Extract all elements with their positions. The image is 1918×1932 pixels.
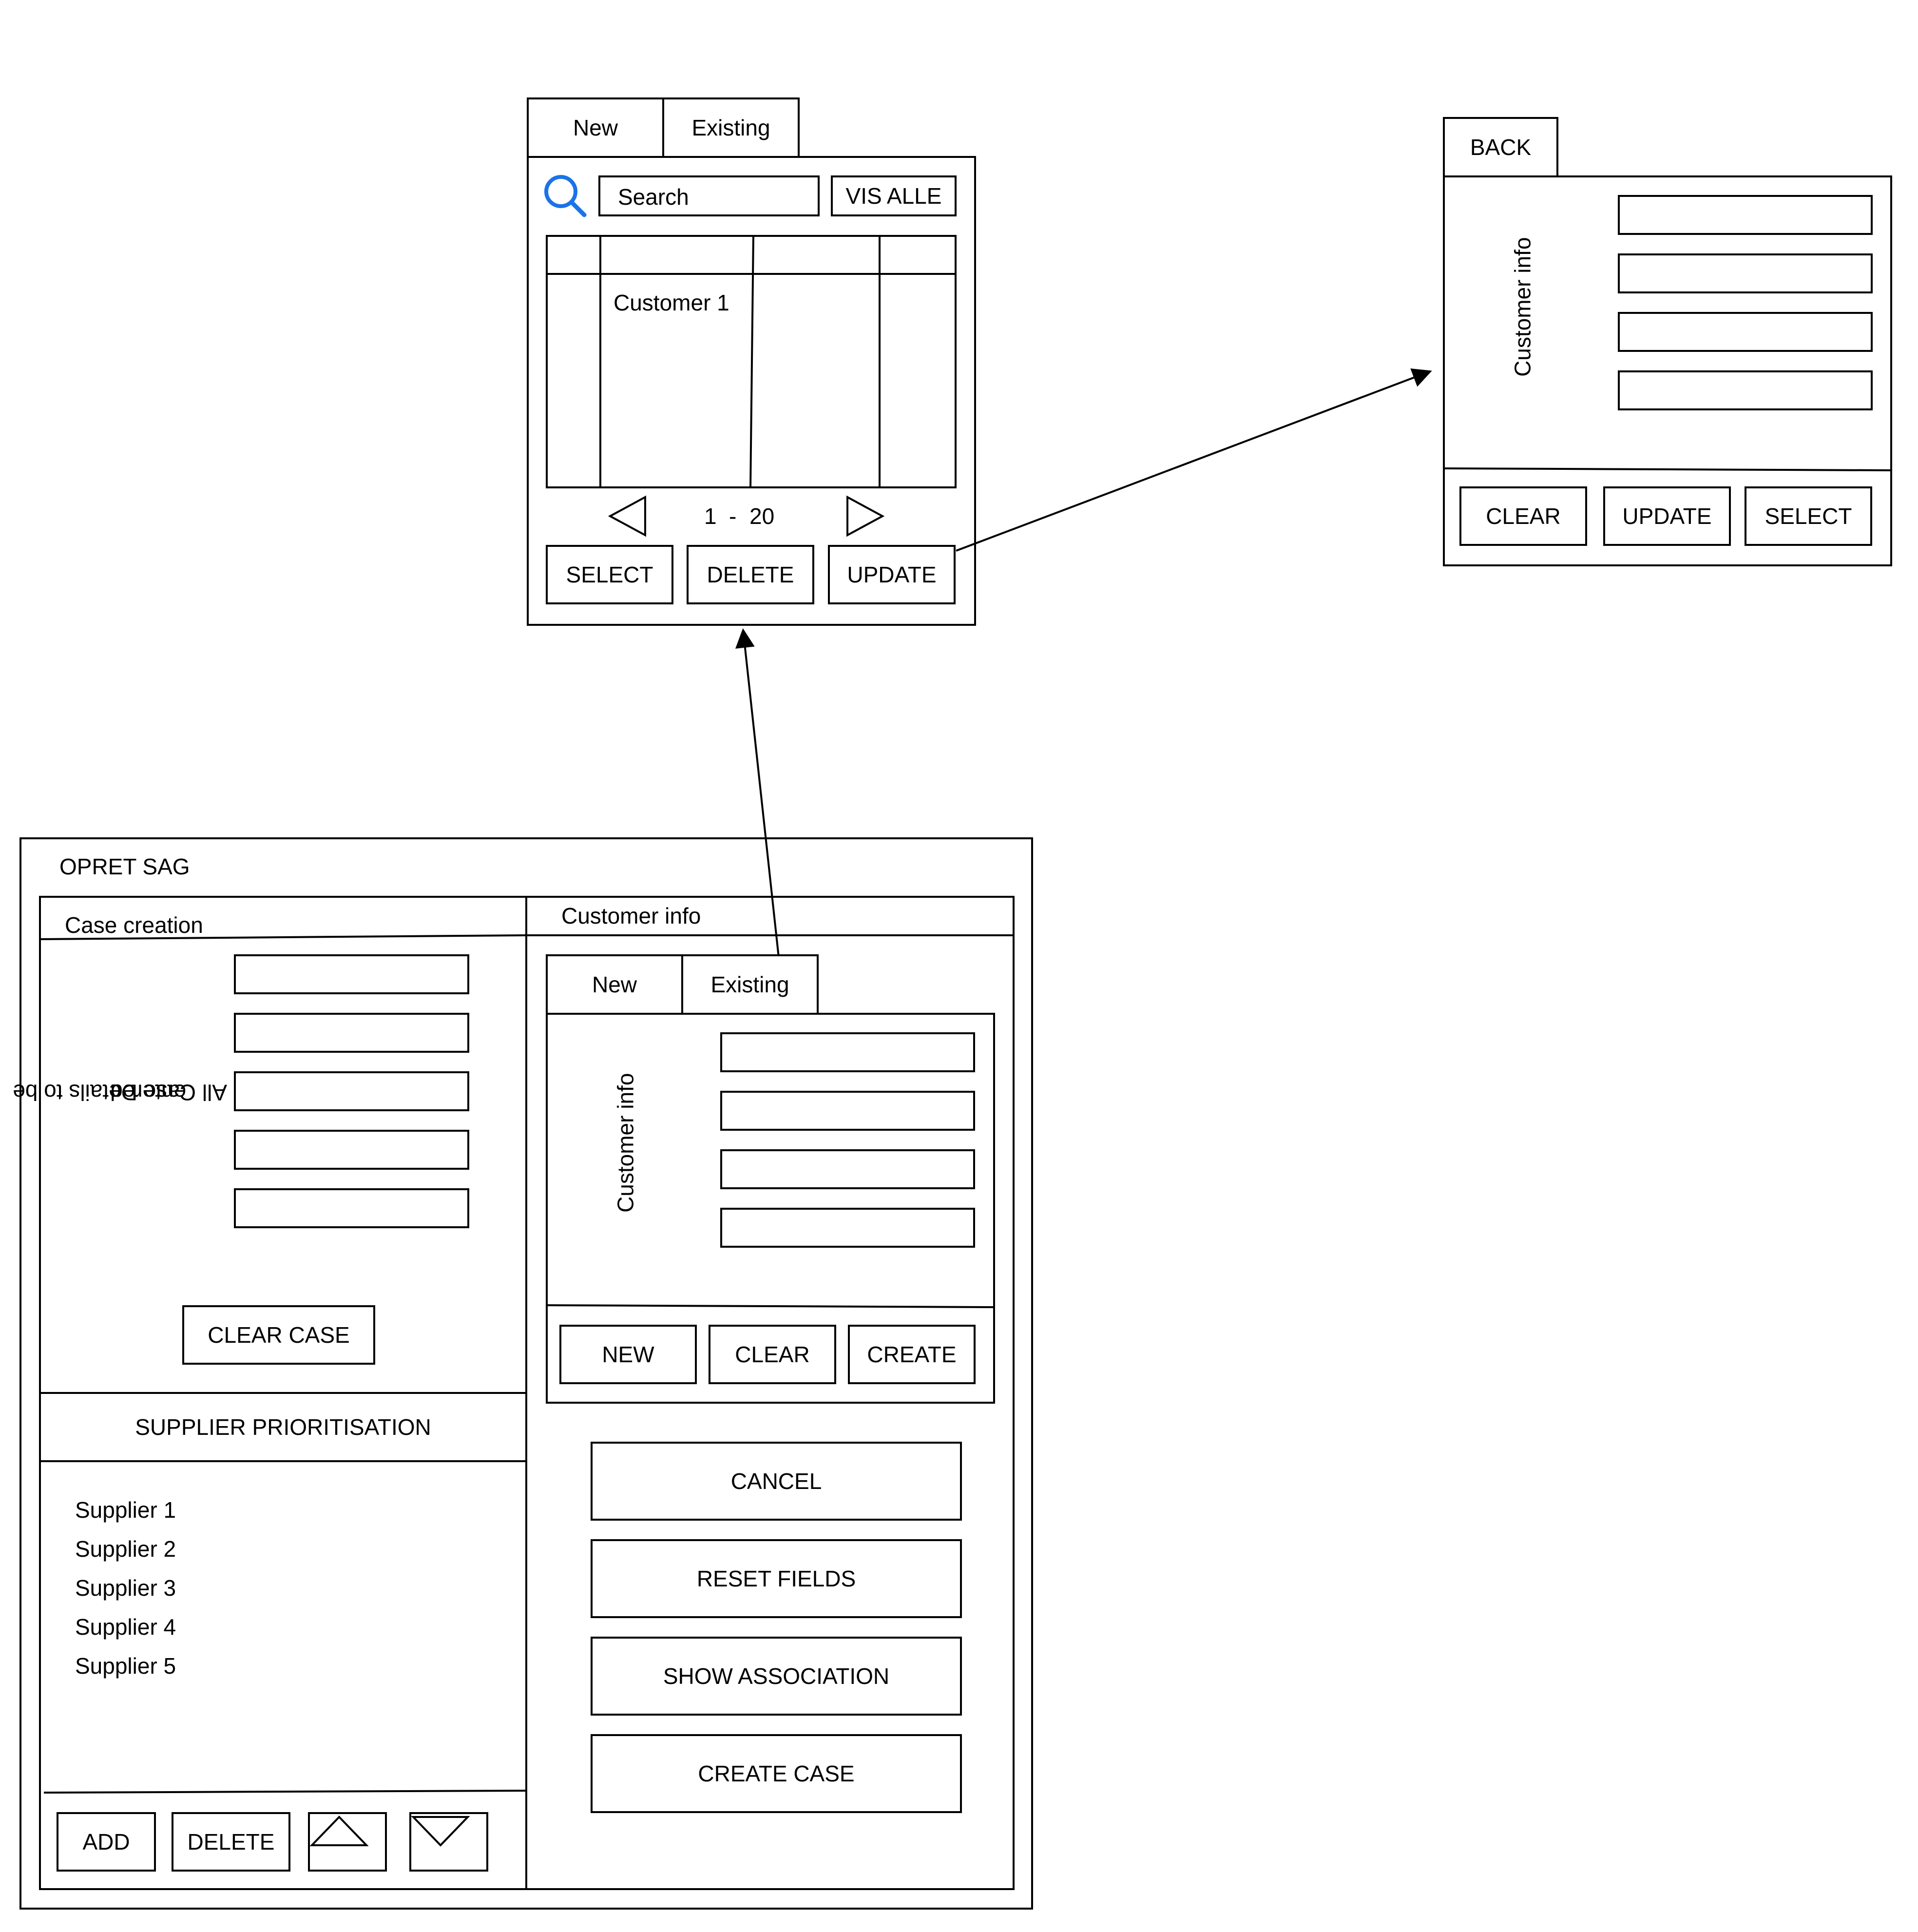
list-item[interactable]: Supplier 2 [75, 1536, 176, 1562]
select-button[interactable]: SELECT [546, 545, 673, 604]
triangle-right-icon[interactable] [845, 495, 884, 537]
customer-select-button[interactable]: SELECT [1745, 486, 1872, 546]
search-window-frame [527, 156, 976, 626]
table-cell-customer-1[interactable]: Customer 1 [614, 290, 729, 315]
update-button[interactable]: UPDATE [828, 545, 956, 604]
create-customer-button[interactable]: CREATE [848, 1325, 976, 1384]
customer-update-button[interactable]: UPDATE [1603, 486, 1731, 546]
customer-header-underline [526, 934, 1015, 936]
tab-new[interactable]: New [546, 954, 683, 1015]
move-down-icon [411, 1816, 470, 1847]
list-item[interactable]: Supplier 1 [75, 1497, 176, 1523]
pager-separator: - [729, 503, 737, 529]
pager-from: 1 [704, 503, 717, 529]
results-table-grid [546, 235, 957, 488]
customer-field-2[interactable] [720, 1091, 975, 1131]
show-association-button[interactable]: SHOW ASSOCIATION [591, 1637, 962, 1716]
customer-form-divider [546, 1304, 995, 1308]
case-field-2[interactable] [234, 1013, 469, 1053]
pager-to: 20 [749, 503, 775, 529]
page-title: OPRET SAG [59, 854, 190, 879]
case-header-underline [39, 934, 526, 940]
case-field-5[interactable] [234, 1188, 469, 1228]
show-all-button[interactable]: VIS ALLE [831, 175, 957, 216]
supplier-header: SUPPLIER PRIORITISATION [135, 1414, 431, 1440]
customer-edit-divider [1443, 467, 1892, 471]
customer-field-3[interactable] [720, 1149, 975, 1189]
customer-info-vertical-label: Customer info [1510, 237, 1535, 377]
search-input[interactable]: Search [598, 175, 820, 216]
delete-supplier-button[interactable]: DELETE [172, 1812, 290, 1872]
cancel-button[interactable]: CANCEL [591, 1442, 962, 1521]
tab-new[interactable]: New [527, 97, 664, 158]
customer-field-4[interactable] [720, 1208, 975, 1248]
clear-case-button[interactable]: CLEAR CASE [182, 1305, 375, 1365]
move-up-button[interactable] [308, 1812, 387, 1872]
case-field-3[interactable] [234, 1071, 469, 1111]
list-item[interactable]: Supplier 3 [75, 1575, 176, 1601]
update-to-customer-arrow [956, 368, 1432, 552]
tab-existing[interactable]: Existing [662, 97, 800, 158]
new-customer-button[interactable]: NEW [559, 1325, 697, 1384]
case-field-1[interactable] [234, 954, 469, 994]
reset-fields-button[interactable]: RESET FIELDS [591, 1539, 962, 1618]
move-up-icon [310, 1816, 368, 1846]
supplier-header-frame [39, 1392, 527, 1462]
clear-customer-button[interactable]: CLEAR [709, 1325, 836, 1384]
add-supplier-button[interactable]: ADD [57, 1812, 156, 1872]
customer-clear-button[interactable]: CLEAR [1459, 486, 1587, 546]
case-field-4[interactable] [234, 1130, 469, 1170]
customer-field-1[interactable] [720, 1032, 975, 1072]
customer-info-vertical-label: Customer info [613, 1073, 638, 1213]
search-placeholder: Search [618, 184, 689, 210]
customer-field-4[interactable] [1618, 370, 1873, 410]
customer-field-1[interactable] [1618, 195, 1873, 235]
tab-existing[interactable]: Existing [681, 954, 819, 1015]
supplier-footer-divider [44, 1790, 526, 1794]
triangle-left-icon[interactable] [608, 495, 647, 537]
customer-field-3[interactable] [1618, 312, 1873, 352]
customer-form-frame [546, 1013, 995, 1404]
back-tab[interactable]: BACK [1443, 117, 1558, 177]
customer-edit-frame [1443, 175, 1892, 566]
existing-to-search-arrow [735, 628, 782, 980]
list-item[interactable]: Supplier 5 [75, 1653, 176, 1679]
move-down-button[interactable] [409, 1812, 488, 1872]
case-creation-header: Case creation [65, 912, 203, 938]
customer-field-2[interactable] [1618, 253, 1873, 293]
search-icon[interactable] [542, 173, 588, 219]
main-window-frame [19, 837, 1033, 1910]
list-item[interactable]: Supplier 4 [75, 1614, 176, 1640]
delete-button[interactable]: DELETE [687, 545, 814, 604]
customer-info-header: Customer info [561, 903, 701, 928]
create-case-button[interactable]: CREATE CASE [591, 1734, 962, 1813]
